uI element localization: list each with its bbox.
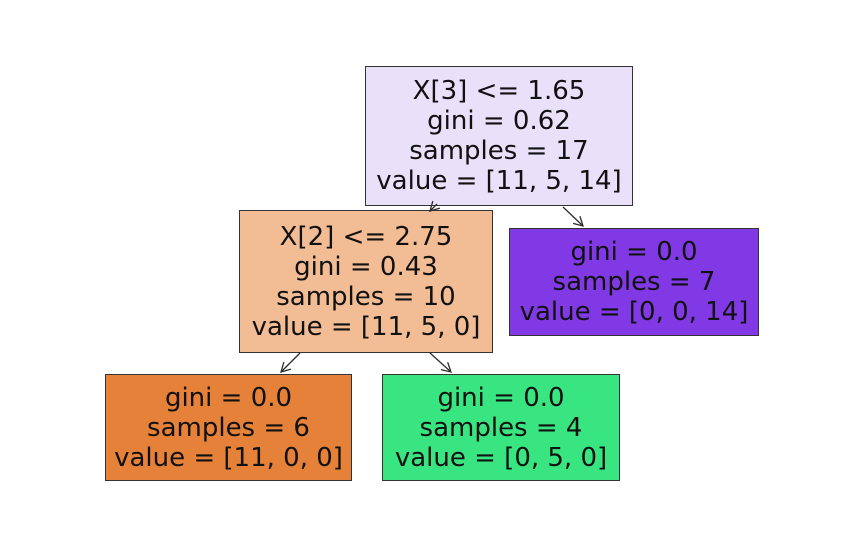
gini-value: gini = 0.62 xyxy=(427,106,571,136)
samples-count: samples = 6 xyxy=(147,412,310,443)
class-value-counts: value = [0, 0, 14] xyxy=(519,297,749,327)
samples-count: samples = 17 xyxy=(409,136,589,166)
class-value-counts: value = [11, 5, 0] xyxy=(251,311,481,342)
edge-left-to-leftright-arrow xyxy=(429,352,452,373)
samples-count: samples = 7 xyxy=(552,267,716,297)
tree-node-root: X[3] <= 1.65 gini = 0.62 samples = 17 va… xyxy=(365,66,633,206)
split-condition: X[2] <= 2.75 xyxy=(279,221,453,252)
gini-value: gini = 0.0 xyxy=(164,382,293,413)
tree-node-leaf-right: gini = 0.0 samples = 7 value = [0, 0, 14… xyxy=(509,228,759,336)
gini-value: gini = 0.43 xyxy=(294,251,438,282)
edge-root-to-right-arrow xyxy=(562,206,584,227)
tree-node-leaf-left-right: gini = 0.0 samples = 4 value = [0, 5, 0] xyxy=(382,374,620,481)
class-value-counts: value = [0, 5, 0] xyxy=(394,442,608,473)
class-value-counts: value = [11, 5, 14] xyxy=(376,166,622,196)
class-value-counts: value = [11, 0, 0] xyxy=(114,442,343,473)
tree-node-leaf-left-left: gini = 0.0 samples = 6 value = [11, 0, 0… xyxy=(105,374,352,481)
samples-count: samples = 10 xyxy=(276,281,456,312)
gini-value: gini = 0.0 xyxy=(570,237,698,267)
split-condition: X[3] <= 1.65 xyxy=(412,76,586,106)
gini-value: gini = 0.0 xyxy=(437,382,565,413)
tree-node-internal-left: X[2] <= 2.75 gini = 0.43 samples = 10 va… xyxy=(239,210,493,353)
samples-count: samples = 4 xyxy=(419,412,583,443)
edge-left-to-leftleft-arrow xyxy=(280,352,301,373)
